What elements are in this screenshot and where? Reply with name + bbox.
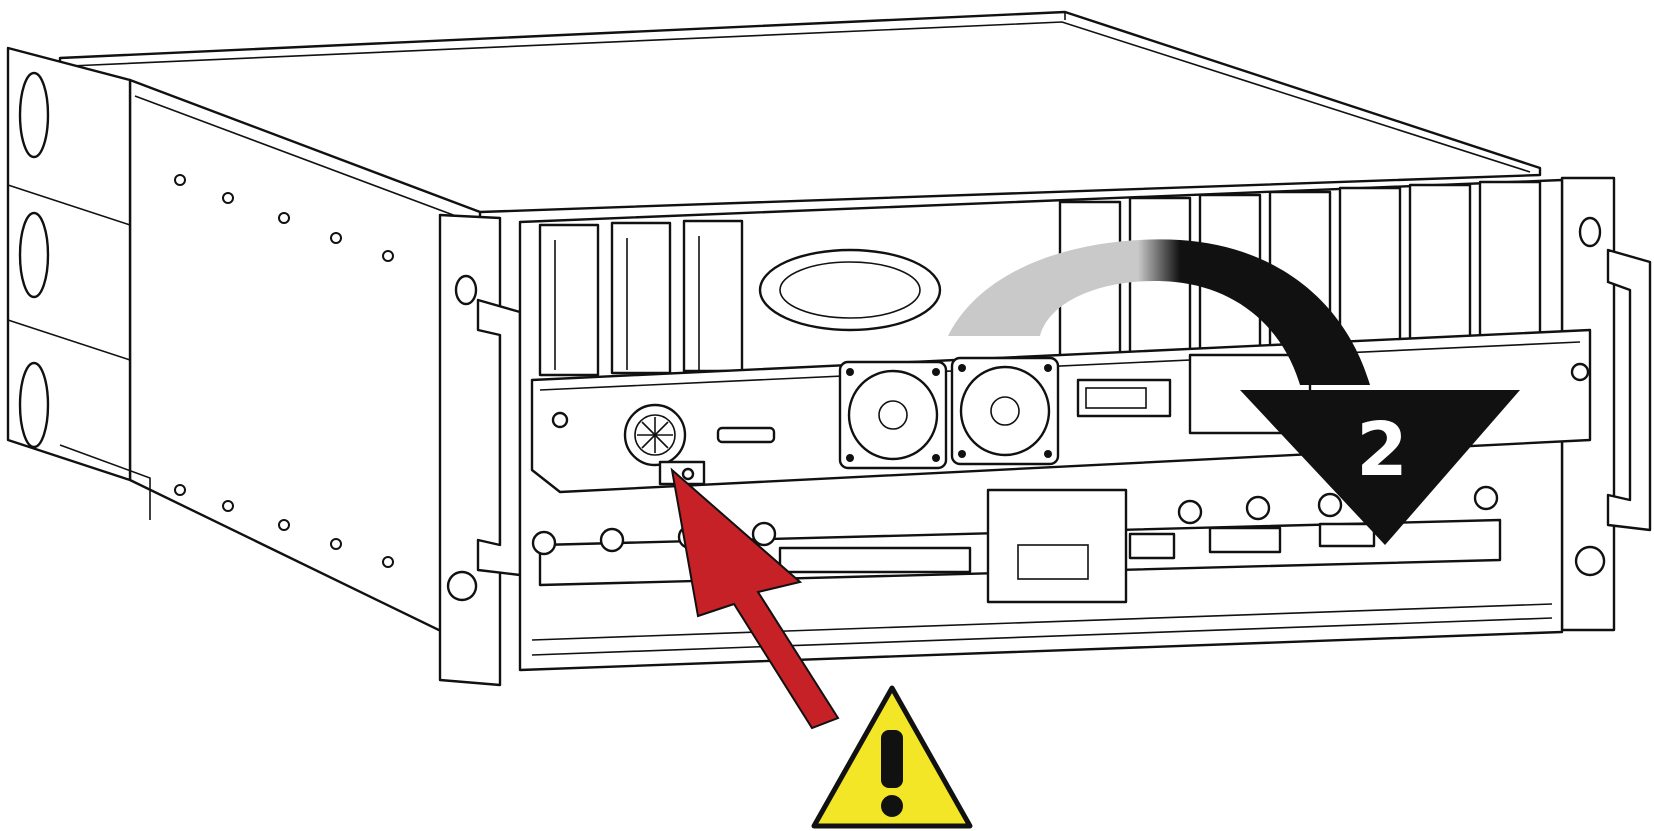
front-right-handle[interactable] (1606, 248, 1652, 532)
step-number-label: 2 (1356, 407, 1408, 493)
rear-fan-icon (758, 248, 942, 332)
rotation-arrow-icon: 2 (948, 239, 1520, 545)
front-left-rack-ear (438, 213, 502, 687)
pointer-arrow-icon (670, 467, 840, 730)
warning-icon (811, 685, 973, 829)
tray-fan-right-icon (950, 356, 1060, 466)
rear-rack-ear (6, 46, 151, 520)
side-panel-screws (174, 174, 394, 568)
module-cards-left (538, 219, 744, 377)
tray-fan-left-icon (838, 360, 948, 470)
